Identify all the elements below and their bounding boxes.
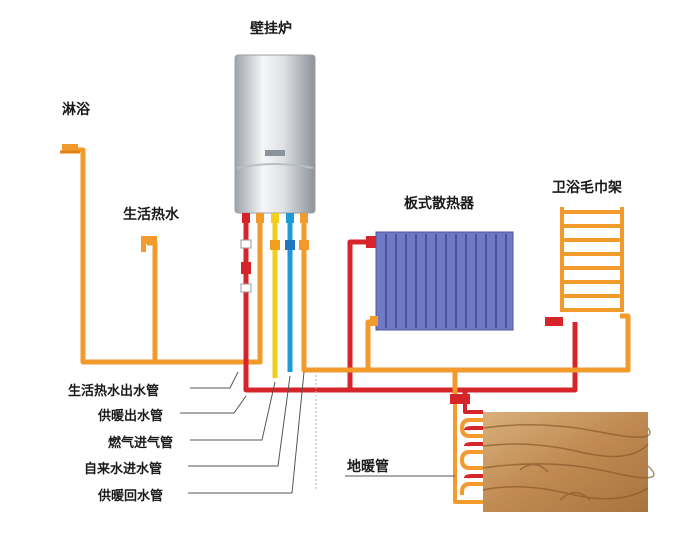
valve-icon [240, 283, 252, 293]
towel-rack-label: 卫浴毛巾架 [552, 180, 622, 196]
radiator-valve-icon [370, 316, 378, 326]
towel-rack [560, 207, 624, 312]
towel-rack-valve-icon [545, 317, 563, 326]
hot-water-outlet-pipe [70, 147, 263, 365]
boiler-label: 壁挂炉 [250, 21, 292, 37]
legend-heating-supply: 供暖出水管 [98, 409, 164, 424]
water-valve-icon [285, 240, 295, 250]
floor-heating-pipe-label: 地暖管 [347, 459, 389, 475]
radiator-valve-icon [366, 236, 376, 248]
valve-icon [299, 240, 309, 250]
valve-icon [241, 262, 251, 274]
wall-boiler [234, 54, 316, 214]
shower-head-icon [60, 144, 80, 154]
boiler-logo [265, 150, 285, 156]
gas-valve-icon [270, 240, 280, 250]
hot-water-tap-icon [141, 236, 157, 252]
legend-heating-return: 供暖回水管 [98, 489, 164, 504]
legend-cold-water-inlet: 自来水进水管 [84, 462, 163, 477]
valve-icon [240, 239, 252, 249]
panel-radiator-label: 板式散热器 [404, 196, 474, 212]
legend-hot-water-outlet: 生活热水出水管 [68, 384, 160, 399]
leader-lines [180, 371, 455, 494]
floor-heating [450, 394, 655, 512]
legend-gas-inlet: 燃气进气管 [108, 436, 174, 451]
panel-radiator [366, 231, 514, 331]
domestic-hot-water-label: 生活热水 [123, 207, 179, 223]
shower-label: 淋浴 [62, 102, 90, 118]
manifold-icon [450, 394, 470, 404]
boiler-connectors [242, 213, 308, 223]
